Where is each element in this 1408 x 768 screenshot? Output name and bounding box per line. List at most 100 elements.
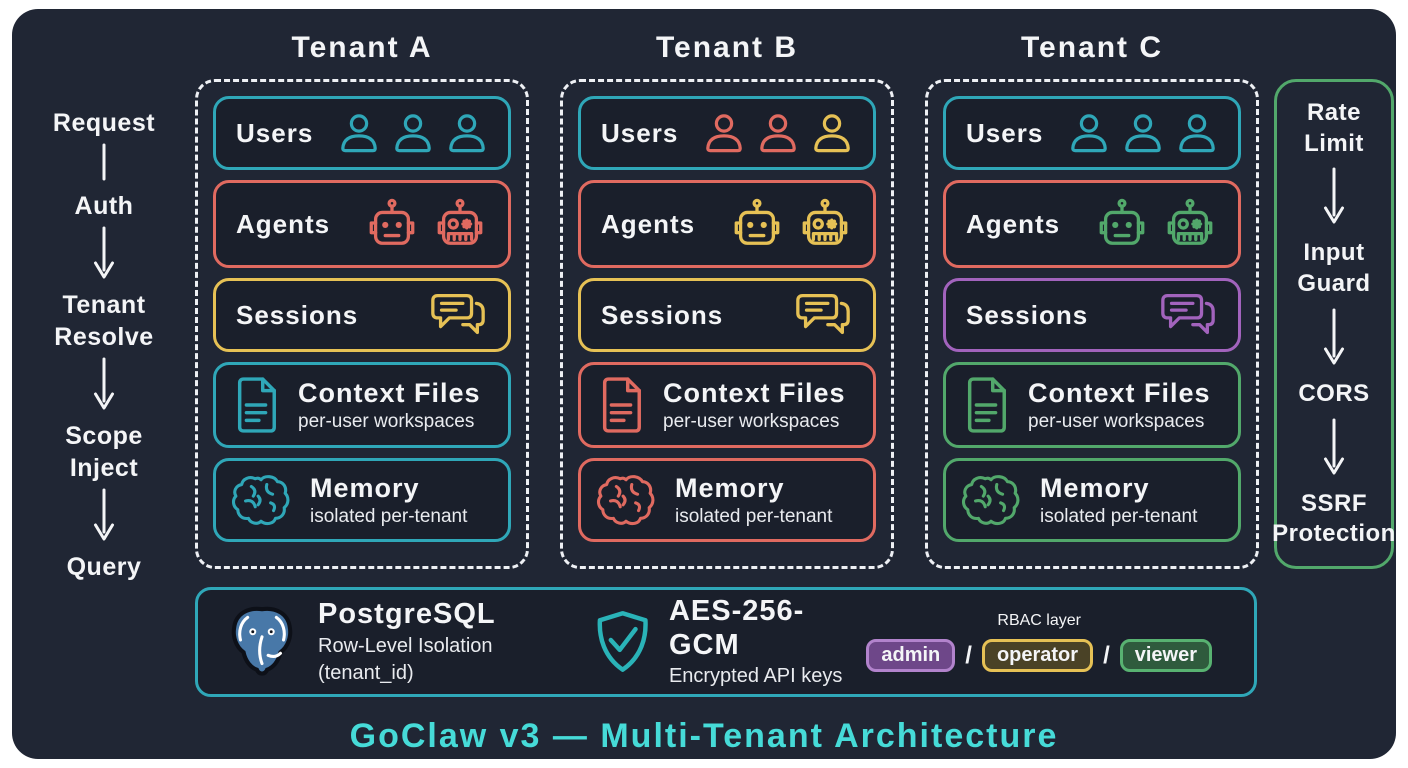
diagram-title: GoClaw v3 — Multi-Tenant Architecture bbox=[349, 717, 1059, 755]
document-icon bbox=[967, 377, 1006, 433]
flow-step-label: Auth bbox=[74, 192, 134, 220]
rbac-badges: admin / operator / viewer bbox=[866, 639, 1212, 672]
brain-icon bbox=[596, 475, 655, 526]
row-icons bbox=[364, 197, 488, 251]
connector bbox=[91, 486, 117, 549]
row-sublabel: per-user workspaces bbox=[663, 410, 840, 432]
role-badge-admin: admin bbox=[866, 639, 956, 672]
row-label: Sessions bbox=[966, 299, 1089, 330]
down-arrow-icon bbox=[94, 357, 114, 410]
sessions-box: Sessions bbox=[943, 278, 1241, 352]
sessions-box: Sessions bbox=[578, 278, 876, 352]
row-sublabel: per-user workspaces bbox=[1028, 410, 1205, 432]
row-icons bbox=[729, 197, 853, 251]
row-sublabel: isolated per-tenant bbox=[675, 505, 833, 527]
person-icon bbox=[395, 114, 431, 153]
row-icons bbox=[1094, 197, 1218, 251]
row-label: Memory bbox=[675, 472, 785, 503]
sessions-box: Sessions bbox=[213, 278, 511, 352]
connector bbox=[1321, 416, 1347, 483]
row-label: Memory bbox=[1040, 472, 1150, 503]
chat-icon bbox=[796, 294, 850, 335]
person-icon bbox=[449, 114, 485, 153]
person-icon bbox=[814, 114, 850, 153]
down-arrow-icon bbox=[1324, 308, 1344, 365]
person-icon bbox=[760, 114, 796, 153]
users-box: Users bbox=[578, 96, 876, 170]
row-label: Sessions bbox=[601, 299, 724, 330]
down-arrow-icon bbox=[1324, 418, 1344, 475]
document-icon bbox=[237, 377, 276, 433]
role-badge-viewer: viewer bbox=[1119, 639, 1212, 672]
row-sublabel: isolated per-tenant bbox=[1040, 505, 1198, 527]
encryption-subtitle: Encrypted API keys bbox=[668, 664, 843, 687]
row-icons bbox=[960, 472, 1022, 528]
row-label: Agents bbox=[601, 208, 696, 239]
rbac-section: RBAC layer admin / operator / viewer bbox=[866, 612, 1212, 672]
row-icons bbox=[1068, 113, 1218, 153]
row-label: Context Files bbox=[298, 377, 481, 408]
badge-separator: / bbox=[965, 641, 972, 669]
postgres-line1: Row-Level Isolation bbox=[318, 634, 493, 657]
person-icon bbox=[706, 114, 742, 153]
connector bbox=[91, 355, 117, 418]
agents-box: Agents bbox=[213, 180, 511, 268]
chat-icon bbox=[431, 294, 485, 335]
brain-icon bbox=[961, 475, 1020, 526]
agents-box: Agents bbox=[578, 180, 876, 268]
row-sublabel: isolated per-tenant bbox=[310, 505, 468, 527]
pipeline-step-label: CORS bbox=[1298, 379, 1370, 407]
connector bbox=[91, 141, 117, 188]
encryption-section: AES-256-GCM Encrypted API keys bbox=[592, 595, 867, 689]
row-label: Users bbox=[236, 117, 314, 148]
users-box: Users bbox=[943, 96, 1241, 170]
badge-separator: / bbox=[1103, 641, 1110, 669]
tenant-title: Tenant C bbox=[1020, 31, 1164, 64]
row-icons bbox=[793, 290, 853, 340]
row-label: Users bbox=[966, 117, 1044, 148]
role-badge-operator: operator bbox=[981, 639, 1094, 672]
postgresql-logo bbox=[231, 606, 293, 676]
row-icons bbox=[962, 375, 1010, 435]
robot-icon bbox=[1167, 198, 1213, 245]
encryption-title: AES-256-GCM bbox=[668, 595, 805, 661]
tenant-title: Tenant B bbox=[655, 31, 799, 64]
rbac-title: RBAC layer bbox=[997, 612, 1081, 629]
postgres-line2: (tenant_id) bbox=[318, 661, 414, 684]
down-arrow-icon bbox=[94, 488, 114, 541]
robot-icon bbox=[369, 198, 415, 245]
row-label: Agents bbox=[966, 208, 1061, 239]
platform-services-box: PostgreSQL Row-Level Isolation (tenant_i… bbox=[195, 587, 1257, 697]
row-label: Sessions bbox=[236, 299, 359, 330]
tenant-column: Tenant A Users Agents Sessions Context Fi… bbox=[195, 31, 529, 569]
tenant-title: Tenant A bbox=[291, 31, 433, 64]
row-icons bbox=[1158, 290, 1218, 340]
robot-icon bbox=[437, 198, 483, 245]
person-icon bbox=[1125, 114, 1161, 153]
row-icons bbox=[595, 472, 657, 528]
row-icons bbox=[703, 113, 853, 153]
connector-line bbox=[102, 143, 106, 181]
person-icon bbox=[341, 114, 377, 153]
postgres-section: PostgreSQL Row-Level Isolation (tenant_i… bbox=[222, 598, 496, 685]
robot-icon bbox=[802, 198, 848, 245]
document-icon bbox=[602, 377, 641, 433]
